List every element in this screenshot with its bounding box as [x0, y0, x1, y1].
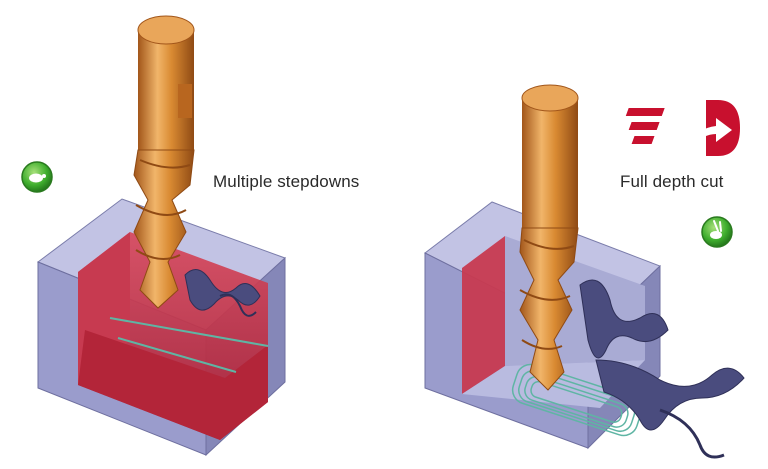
left-end-mill: [133, 15, 195, 309]
right-toolpath: [511, 363, 643, 437]
left-caption: Multiple stepdowns: [213, 172, 360, 191]
turtle-icon: [29, 173, 43, 183]
right-chips: [579, 279, 745, 459]
rabbit-badge: [701, 216, 733, 248]
left-chips: [184, 269, 261, 317]
dynamic-arrow-logo-icon: [625, 100, 740, 156]
right-caption: Full depth cut: [620, 172, 724, 191]
right-pocket: [462, 236, 505, 394]
right-end-mill: [519, 84, 579, 391]
left-toolpath-line: [109, 317, 269, 347]
rabbit-icon: [710, 231, 722, 239]
left-toolpath-line: [117, 337, 237, 373]
turtle-badge: [21, 161, 53, 193]
